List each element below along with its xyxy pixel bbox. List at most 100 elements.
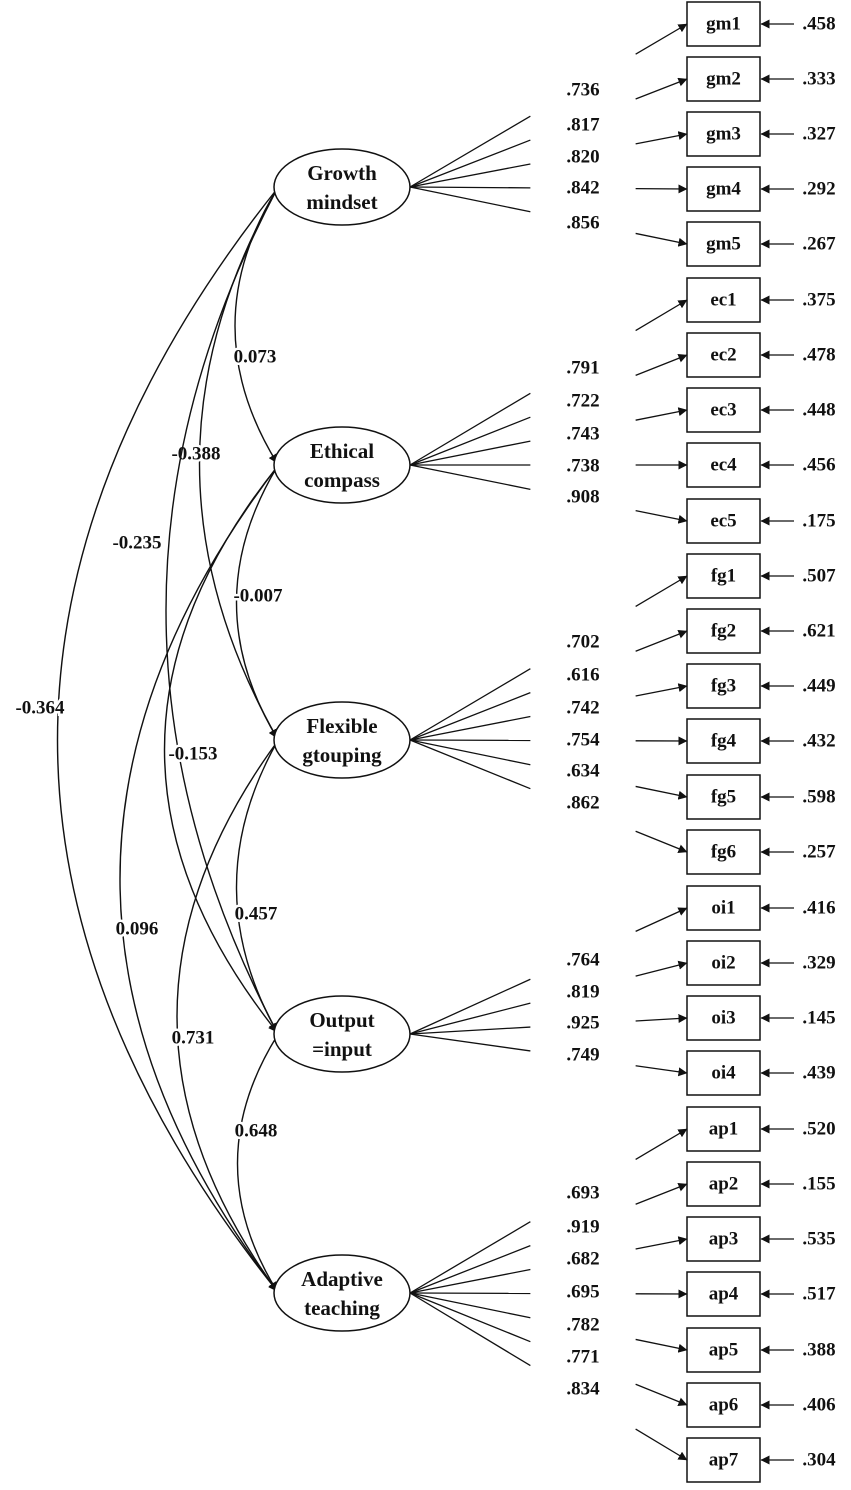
correlation-value-fg-oi: 0.457 (235, 904, 278, 925)
indicator-box (686, 1382, 761, 1428)
loading-path-ap1 (409, 1221, 531, 1294)
indicator-box (686, 1106, 761, 1152)
error-value-ap4: .517 (802, 1284, 836, 1305)
indicator-label: ap1 (709, 1119, 739, 1140)
correlation-value-ec-fg: -0.007 (233, 586, 283, 607)
loading-layer: .736.817.820.842.856.791.722.743.738.908… (409, 23, 688, 1461)
loading-arrow-ap3 (635, 1236, 688, 1250)
loading-path-oi2 (409, 1002, 531, 1035)
loading-arrow-ec2 (635, 353, 688, 377)
indicator-label: gm1 (706, 14, 741, 35)
correlation-layer: 0.073-0.388-0.235-0.364-0.007-0.1530.096… (13, 179, 286, 1292)
indicator-label: ec1 (710, 290, 736, 311)
indicator-label: gm4 (706, 179, 741, 200)
factor-label-line-1: Ethical (310, 439, 374, 463)
indicator-fg3: fg3.449 (686, 663, 836, 709)
loading-value-gm3: .820 (566, 147, 599, 168)
loading-arrow-ap7 (635, 1428, 688, 1461)
indicator-box (686, 940, 761, 986)
loading-path-fg5 (409, 739, 531, 766)
indicator-gm1: gm1 .458 (686, 1, 836, 47)
error-value-ec2: .478 (802, 345, 835, 366)
factor-ellipse (273, 148, 411, 226)
indicator-ap1: ap1 .520 (686, 1106, 836, 1152)
loading-value-gm1: .736 (566, 80, 599, 101)
indicator-label: fg5 (711, 787, 736, 808)
loading-path-gm5 (409, 186, 531, 213)
indicator-box (686, 56, 761, 102)
error-value-ec4: .456 (802, 455, 835, 476)
loading-arrow-gm1 (635, 23, 688, 55)
indicator-box (686, 277, 761, 323)
indicator-fg6: fg6.257 (686, 829, 836, 875)
indicator-fg4: fg4.432 (686, 718, 836, 764)
error-value-oi4: .439 (802, 1063, 835, 1084)
loading-arrow-ec1 (635, 299, 688, 332)
indicator-oi4: oi4.439 (686, 1050, 836, 1096)
loading-arrow-gm3 (635, 131, 688, 145)
indicator-box (686, 608, 761, 654)
loading-value-ap3: .682 (566, 1249, 599, 1270)
indicator-ap2: ap2.155 (686, 1161, 836, 1207)
error-value-gm1: .458 (802, 14, 835, 35)
error-value-fg6: .257 (802, 842, 836, 863)
loading-value-ec2: .722 (566, 391, 599, 412)
factor-label-line-2: gtouping (302, 743, 382, 767)
indicator-oi3: oi3.145 (686, 995, 836, 1041)
correlation-value-ec-ap: 0.096 (116, 919, 159, 940)
error-value-ap5: .388 (802, 1340, 835, 1361)
indicator-gm5: gm5.267 (686, 221, 836, 267)
correlation-value-gm-ap: -0.364 (15, 698, 65, 719)
loading-path-ap2 (409, 1245, 531, 1294)
correlation-value-gm-oi: -0.235 (112, 533, 161, 554)
loading-path-oi1 (409, 978, 531, 1035)
loading-path-ap3 (409, 1268, 531, 1294)
correlation-arc-gm-oi (165, 179, 285, 1033)
loading-path-ap6 (409, 1292, 531, 1343)
indicator-fg1: fg1.507 (686, 553, 836, 599)
loading-path-fg6 (409, 739, 531, 790)
factor-label-line-1: Adaptive (301, 1267, 383, 1291)
correlation-arc-oi-ap (236, 1026, 286, 1292)
loading-path-ec3 (409, 440, 531, 466)
loading-arrow-fg5 (635, 785, 688, 800)
loading-value-ap2: .919 (566, 1217, 599, 1238)
error-value-gm4: .292 (802, 179, 835, 200)
indicator-gm3: gm3.327 (686, 111, 836, 157)
loading-value-gm5: .856 (566, 213, 599, 234)
factor-label-line-2: teaching (304, 1296, 380, 1320)
loading-value-oi3: .925 (566, 1013, 599, 1034)
indicator-ap3: ap3.535 (686, 1216, 836, 1262)
indicator-box (686, 553, 761, 599)
loading-arrow-fg1 (635, 575, 688, 607)
indicator-ec3: ec3.448 (686, 387, 836, 433)
loading-arrow-oi4 (635, 1065, 688, 1077)
indicator-box (686, 774, 761, 820)
loading-arrow-oi3 (635, 1014, 688, 1023)
loading-path-ap7 (409, 1292, 531, 1367)
indicator-label: fg1 (711, 566, 736, 587)
node-layer: GrowthmindsetEthicalcompassFlexiblegtoup… (273, 1, 836, 1483)
correlation-arc-ec-ap (119, 457, 286, 1292)
factor-ellipse (273, 426, 411, 504)
error-value-gm2: .333 (802, 69, 835, 90)
indicator-label: fg3 (711, 676, 736, 697)
error-value-oi1: .416 (802, 898, 835, 919)
correlation-arc-gm-ap (56, 179, 286, 1292)
error-value-ap1: .520 (802, 1119, 835, 1140)
loading-value-oi1: .764 (566, 950, 600, 971)
indicator-gm4: gm4 .292 (686, 166, 836, 212)
loading-value-gm4: .842 (566, 178, 599, 199)
indicator-ap5: ap5.388 (686, 1327, 836, 1373)
loading-arrow-fg2 (635, 629, 688, 652)
factor-label-line-1: Flexible (306, 714, 377, 738)
indicator-box (686, 1050, 761, 1096)
loading-arrow-fg6 (635, 830, 688, 853)
indicator-label: ap3 (709, 1229, 739, 1250)
error-value-ap7: .304 (802, 1450, 836, 1471)
indicator-label: fg4 (711, 731, 737, 752)
error-value-gm3: .327 (802, 124, 836, 145)
indicator-label: oi3 (711, 1008, 735, 1029)
indicator-box (686, 166, 761, 212)
